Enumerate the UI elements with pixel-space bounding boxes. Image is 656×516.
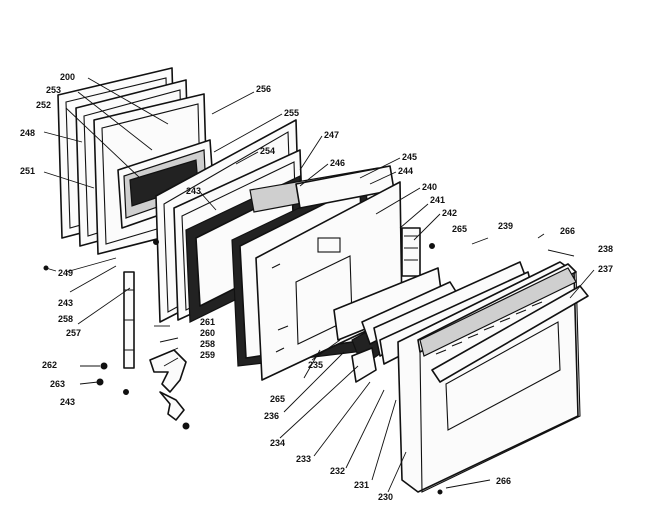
callout-265-top: 265	[452, 224, 467, 234]
callout-241: 241	[430, 195, 445, 205]
hardware-screws	[43, 233, 545, 495]
callout-235: 235	[308, 360, 323, 370]
callout-231: 231	[354, 480, 369, 490]
callout-248: 248	[20, 128, 35, 138]
callout-259: 259	[200, 350, 215, 360]
callout-258-left: 258	[58, 314, 73, 324]
callout-238: 238	[598, 244, 613, 254]
right-hinge	[149, 349, 187, 421]
callout-243-bottom: 243	[60, 397, 75, 407]
callout-251: 251	[20, 166, 35, 176]
callout-266-bottom: 266	[496, 476, 511, 486]
callout-200: 200	[60, 72, 75, 82]
hinge-bracket-stack	[401, 227, 421, 277]
callout-246: 246	[330, 158, 345, 168]
callout-242: 242	[442, 208, 457, 218]
callout-244: 244	[398, 166, 413, 176]
callout-249: 249	[58, 268, 73, 278]
callout-260: 260	[200, 328, 215, 338]
callout-252: 252	[36, 100, 51, 110]
callout-239: 239	[498, 221, 513, 231]
callout-230: 230	[378, 492, 393, 502]
callout-234: 234	[270, 438, 285, 448]
left-hinge	[123, 271, 135, 369]
callout-257: 257	[66, 328, 81, 338]
callout-236: 236	[264, 411, 279, 421]
callout-240: 240	[422, 182, 437, 192]
callout-243-left: 243	[58, 298, 73, 308]
callout-254: 254	[260, 146, 275, 156]
callout-243-top: 243	[186, 186, 201, 196]
callout-labels: 200 253 252 248 251 256 255 247 254 246 …	[20, 72, 613, 502]
callout-233: 233	[296, 454, 311, 464]
callout-253: 253	[46, 85, 61, 95]
callout-263: 263	[50, 379, 65, 389]
callout-261: 261	[200, 317, 215, 327]
callout-255: 255	[284, 108, 299, 118]
callout-266-top: 266	[560, 226, 575, 236]
outer-door-panel	[397, 261, 589, 493]
callout-258-right: 258	[200, 339, 215, 349]
callout-256: 256	[256, 84, 271, 94]
callout-237: 237	[598, 264, 613, 274]
callout-247: 247	[324, 130, 339, 140]
callout-245: 245	[402, 152, 417, 162]
callout-leader-lines	[43, 77, 595, 493]
callout-265-bottom: 265	[270, 394, 285, 404]
callout-262: 262	[42, 360, 57, 370]
callout-232: 232	[330, 466, 345, 476]
